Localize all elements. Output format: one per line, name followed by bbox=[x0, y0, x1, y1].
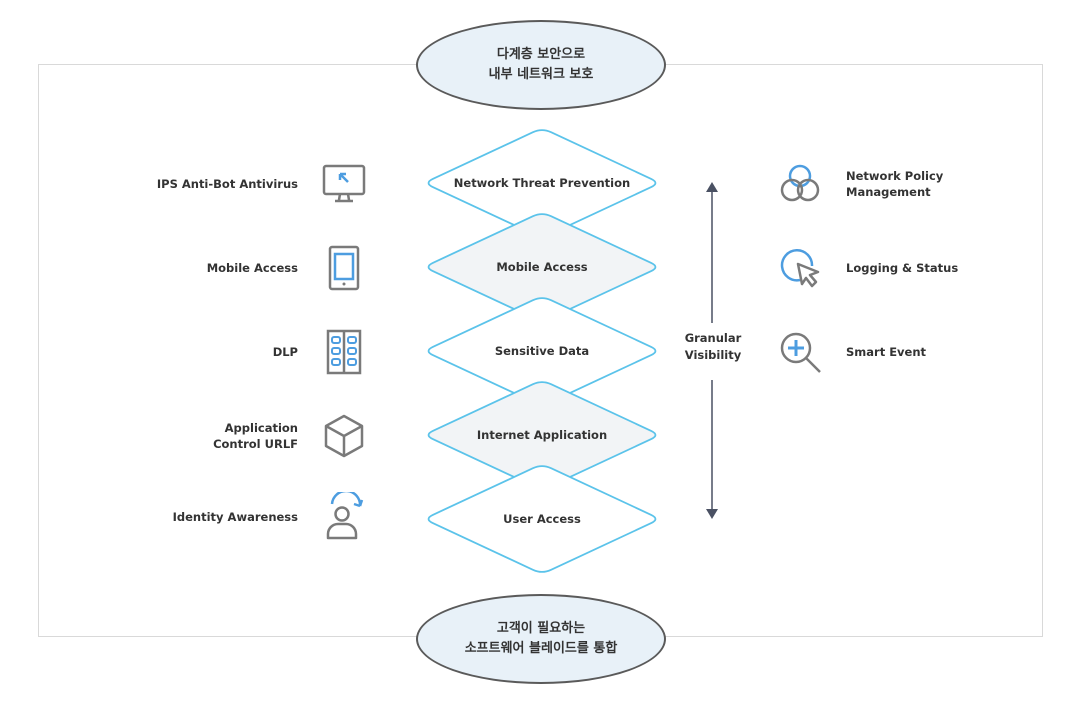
right-label-smart-event: Smart Event bbox=[846, 345, 927, 359]
granular-arrow bbox=[706, 182, 718, 519]
bottom-ellipse-text: 고객이 필요하는 소프트웨어 블레이드를 통합 bbox=[464, 621, 618, 656]
left-label-application-control: Application Control URLF bbox=[213, 421, 298, 451]
granular-visibility-label: Granular Visibility bbox=[684, 331, 742, 362]
left-label-ips: IPS Anti-Bot Antivirus bbox=[156, 177, 298, 191]
top-ellipse: 다계층 보안으로 내부 네트워크 보호 bbox=[416, 20, 666, 110]
venn-circles-icon bbox=[780, 164, 820, 202]
layer-diamond-user-access bbox=[427, 465, 657, 573]
monitor-icon bbox=[322, 164, 366, 203]
magnifier-plus-icon bbox=[780, 332, 821, 373]
left-label-dlp: DLP bbox=[272, 345, 298, 359]
left-label-identity-awareness: Identity Awareness bbox=[172, 510, 298, 524]
layer-label-sensitive-data: Sensitive Data bbox=[494, 344, 590, 358]
right-label-network-policy: Network Policy Management bbox=[846, 169, 944, 199]
tablet-icon bbox=[328, 245, 360, 291]
bottom-ellipse: 고객이 필요하는 소프트웨어 블레이드를 통합 bbox=[416, 594, 666, 684]
left-label-mobile-access: Mobile Access bbox=[206, 261, 298, 275]
cursor-circle-icon bbox=[780, 249, 820, 288]
right-label-logging-status: Logging & Status bbox=[846, 261, 959, 275]
server-rack-icon bbox=[326, 329, 362, 375]
layer-label-network-threat: Network Threat Prevention bbox=[453, 176, 631, 190]
user-refresh-icon bbox=[326, 492, 364, 540]
layer-label-internet-application: Internet Application bbox=[476, 428, 608, 442]
layer-label-mobile-access: Mobile Access bbox=[496, 260, 588, 274]
cube-icon bbox=[324, 414, 364, 458]
top-ellipse-text: 다계층 보안으로 내부 네트워크 보호 bbox=[488, 47, 594, 82]
layer-label-user-access: User Access bbox=[503, 512, 581, 526]
